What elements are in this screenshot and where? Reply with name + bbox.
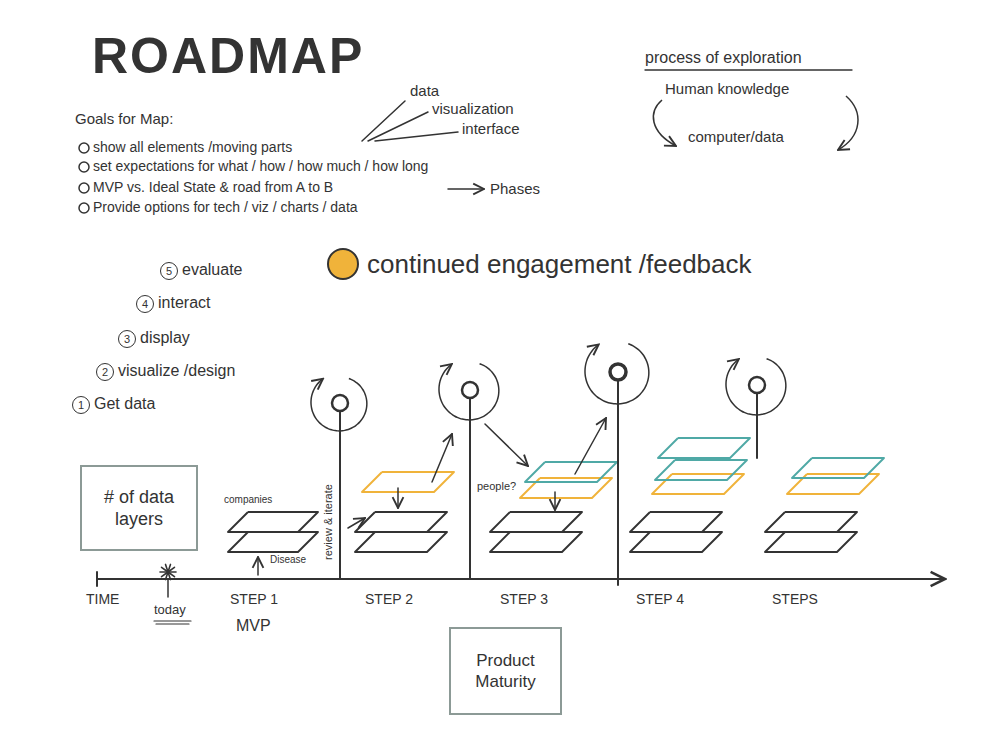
feedback-pole [617,380,619,585]
callout-number: 1 [72,396,90,414]
goal-item: show all elements /moving parts [93,139,292,156]
cycle-arrow [838,96,858,150]
page-title: ROADMAP [92,26,364,86]
data-layer [362,472,454,492]
flow-arrow [485,424,528,466]
info-box: # of data layers [80,465,198,551]
note-label: visualization [432,100,514,118]
feedback-pole [339,411,341,578]
underline [156,623,189,624]
data-layer [792,458,884,478]
data-layer [630,532,722,552]
feedback-node [610,364,626,380]
feedback-loop [726,359,786,415]
pointer-stroke [375,132,458,141]
feedback-loop [439,364,499,420]
data-layer [228,512,318,532]
today-marker [167,580,169,597]
data-layer [658,438,750,458]
bullet-circle [79,203,89,213]
goal-item: Provide options for tech / viz / charts … [93,199,358,216]
info-box: Product Maturity [449,627,562,715]
data-layer [655,460,747,480]
goal-item: set expectations for what / how / how mu… [93,158,428,175]
axis-label: TIME [86,591,119,608]
feedback-node [749,377,765,393]
phase-label: STEP 3 [500,591,548,608]
step-label: interact [158,293,210,312]
data-layer [765,512,857,532]
flow-arrow [432,434,452,482]
feedback-loop [585,344,649,404]
cycle-arrow [653,100,676,146]
note-label: interface [462,120,520,138]
box-text: # of data layers [92,486,186,531]
feedback-node [462,382,478,398]
data-layer [490,532,582,552]
phase-label: STEPS [772,591,818,608]
goals-heading: Goals for Map: [75,110,173,128]
underline [154,620,191,621]
step-label: evaluate [182,260,243,279]
legend-swatch [327,248,359,280]
callout-number: 4 [136,295,154,313]
feedback-pole [756,393,758,458]
legend-text: continued engagement /feedback [367,249,752,280]
goal-item: MVP vs. Ideal State & road from A to B [93,179,333,196]
bullet-circle [79,183,89,193]
flow-arrow [257,557,259,575]
phase-label: STEP 1 [230,591,278,608]
step-label: display [140,328,190,347]
callout-number: 3 [118,330,136,348]
phases-arrow [448,188,484,190]
axis-label: today [154,602,186,618]
data-layer [228,532,318,552]
flow-arrow [554,492,556,510]
data-layer [765,532,857,552]
underline [645,69,852,70]
pointer-stroke [362,101,405,141]
step-label: Get data [94,394,155,413]
layer-label: companies [224,494,272,506]
flow-arrow [575,418,606,474]
feedback-node [332,395,348,411]
phase-label: STEP 2 [365,591,413,608]
timeline-tick [96,572,98,586]
layer-label: people? [477,480,516,493]
note-heading: process of exploration [645,48,802,67]
legend-item: continued engagement /feedback [327,248,752,280]
phase-label: STEP 4 [636,591,684,608]
callout-number: 5 [160,262,178,280]
flow-arrow [348,518,365,528]
flow-arrow [397,488,399,508]
data-layer [490,512,582,532]
phase-label: MVP [236,616,271,635]
bullet-circle [79,143,89,153]
today-star [168,567,174,572]
data-layer [630,512,722,532]
box-text: Product Maturity [461,650,550,693]
callout-number: 2 [96,363,114,381]
cycle-label: Human knowledge [665,80,789,98]
bullet-circle [79,162,89,172]
pole-label: review & iterate [322,484,335,560]
step-label: visualize /design [118,361,235,380]
timeline-axis [97,578,945,580]
feedback-pole [469,398,471,578]
note-label: data [410,82,439,100]
layer-label: Disease [270,554,306,566]
cycle-label: computer/data [688,128,784,146]
data-layer [525,462,617,482]
data-layer [355,512,447,532]
feedback-loop [311,379,367,431]
data-layer [355,532,447,552]
note-label: Phases [490,180,540,198]
